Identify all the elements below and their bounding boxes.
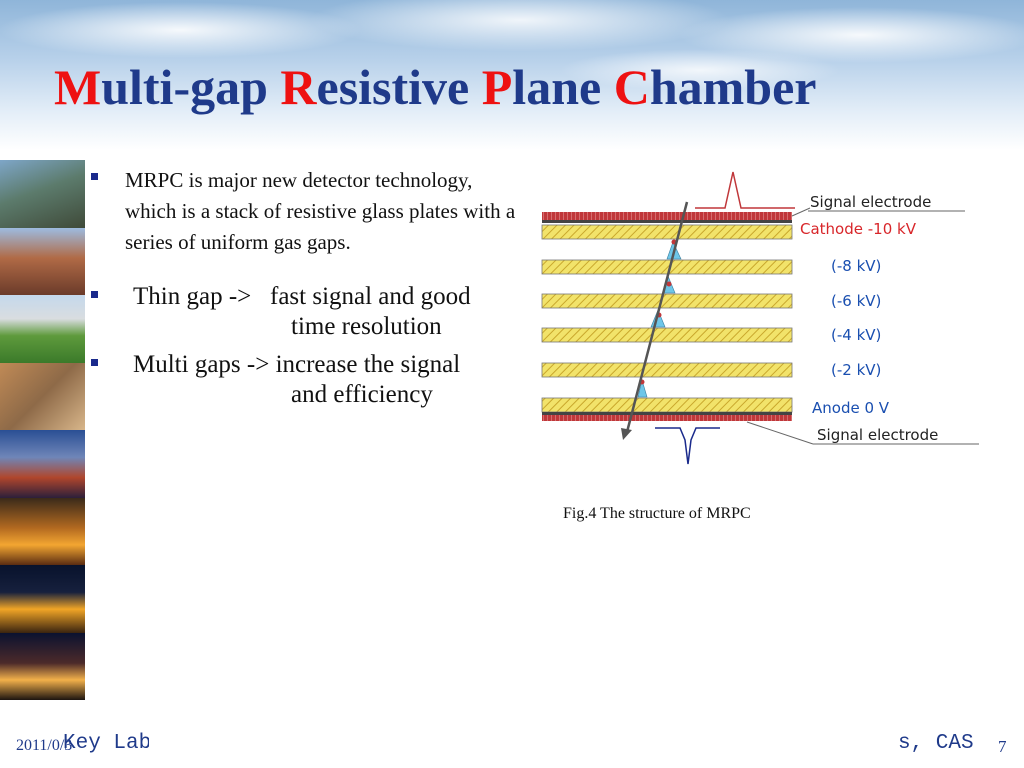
avalanche-icon xyxy=(637,378,648,398)
bottom-signal-electrode xyxy=(542,415,792,421)
label-signal-electrode-bottom: Signal electrode xyxy=(817,426,938,444)
particle-track xyxy=(625,201,689,433)
bullet-line: Thin gap -> fast signal and good xyxy=(133,283,471,310)
campus-photo xyxy=(0,497,85,565)
title-letter-m: M xyxy=(54,59,102,115)
bullet-line-continued: time resolution xyxy=(291,313,442,340)
bottom-pickup-strip xyxy=(542,412,792,415)
campus-photo xyxy=(0,565,85,633)
bullet-item: Multi gaps -> increase the signal and ef… xyxy=(85,350,525,410)
label-cathode: Cathode -10 kV xyxy=(800,220,917,238)
leader-line xyxy=(746,421,814,445)
campus-photo xyxy=(0,160,85,228)
glass-plate xyxy=(541,293,793,309)
bullet-text: MRPC is major new detector technology, w… xyxy=(125,168,516,254)
title-letter-p: P xyxy=(481,59,513,115)
title-letter-c: C xyxy=(613,59,650,115)
campus-photo xyxy=(0,430,85,498)
title-word-ulti-gap: ulti-gap xyxy=(101,59,281,115)
top-pickup-strip xyxy=(542,220,792,223)
bottom-signal-pulse xyxy=(655,427,720,465)
title-letter-r: R xyxy=(280,59,317,115)
campus-photo xyxy=(0,362,85,430)
square-bullet-icon xyxy=(91,359,98,366)
glass-plate xyxy=(541,362,793,378)
top-signal-electrode xyxy=(542,212,792,220)
campus-photo xyxy=(0,227,85,295)
track-arrowhead-icon xyxy=(621,428,632,440)
bullet-line-continued: and efficiency xyxy=(291,381,433,408)
page-number: 7 xyxy=(998,737,1007,756)
glass-plate xyxy=(541,327,793,343)
cathode-plate xyxy=(541,224,793,240)
glass-plate xyxy=(541,259,793,275)
campus-photo xyxy=(0,295,85,363)
title-word-esistive: esistive xyxy=(316,59,482,115)
campus-photo-strip xyxy=(0,160,85,700)
label-signal-electrode-top: Signal electrode xyxy=(810,193,931,211)
campus-photo xyxy=(0,632,85,700)
mrpc-structure-diagram: Signal electrode Cathode -10 kV (-8 kV) … xyxy=(541,171,979,465)
top-signal-pulse xyxy=(695,171,795,209)
label-gap-minus-4kv: (-4 kV) xyxy=(831,326,881,344)
bullet-item: Thin gap -> fast signal and good time re… xyxy=(85,282,525,342)
page-title: Multi-gap Resistive Plane Chamber xyxy=(54,62,816,112)
bullet-list: MRPC is major new detector technology, w… xyxy=(85,165,525,410)
footer-date: 2011/0/3 xyxy=(16,737,73,754)
label-gap-minus-8kv: (-8 kV) xyxy=(831,257,881,275)
footer-lab-name: Key Lab xyxy=(63,732,149,755)
leader-line xyxy=(791,207,811,217)
bullet-line: Multi gaps -> increase the signal xyxy=(133,351,461,378)
anode-plate xyxy=(541,397,793,413)
square-bullet-icon xyxy=(91,291,98,298)
sky-banner xyxy=(0,0,1024,150)
square-bullet-icon xyxy=(91,173,98,180)
title-word-hamber: hamber xyxy=(649,59,817,115)
label-anode: Anode 0 V xyxy=(812,399,890,417)
label-gap-minus-2kv: (-2 kV) xyxy=(831,361,881,379)
label-gap-minus-6kv: (-6 kV) xyxy=(831,292,881,310)
bullet-item: MRPC is major new detector technology, w… xyxy=(85,165,525,258)
ionization-point xyxy=(666,281,672,287)
figure-caption: Fig.4 The structure of MRPC xyxy=(563,505,751,522)
title-word-lane: lane xyxy=(512,59,614,115)
footer-institution: s, CAS xyxy=(898,732,974,755)
